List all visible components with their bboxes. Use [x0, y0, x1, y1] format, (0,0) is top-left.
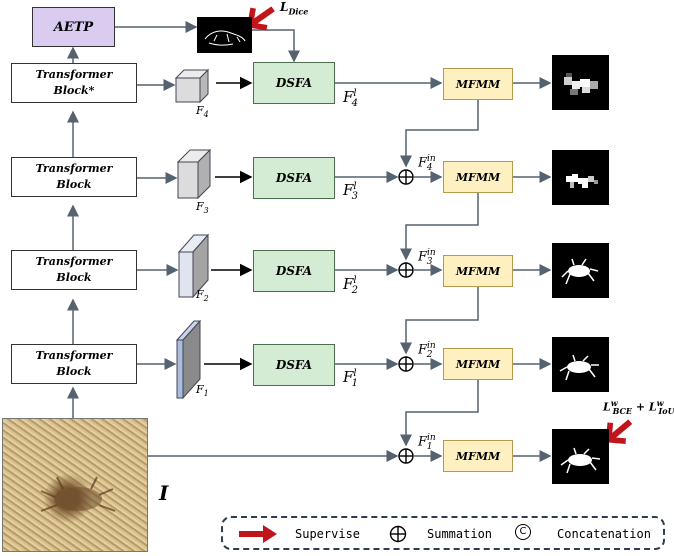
f4-label: F4 [196, 104, 209, 120]
mfmm-block-2: MFMM [443, 255, 513, 287]
summation-icon [398, 169, 414, 185]
fl4-label: Fl4 [343, 88, 358, 109]
mfmm-block-3: MFMM [443, 161, 513, 193]
fin4-label: Fin4 [418, 154, 436, 173]
mfmm-label: MFMM [455, 264, 501, 278]
fl2-label: Fl2 [343, 275, 358, 296]
fl1-label: Fl1 [343, 368, 358, 389]
output-mask-4 [552, 55, 609, 110]
arrow-mfmm2-down [400, 287, 479, 355]
feature-cube-f1 [175, 319, 202, 400]
arrow-mfmm4-down [400, 100, 479, 168]
fl3-label: Fl3 [343, 181, 358, 202]
concatenation-icon: C [515, 524, 531, 540]
legend: Supervise Summation C Concatenation [221, 516, 665, 550]
arrow-mfmm1-down [400, 380, 479, 447]
tb1-line2: Block [56, 365, 92, 378]
input-image [2, 418, 148, 552]
arrow-dice-to-dsfa4 [252, 29, 300, 63]
tb3-line1: Transformer [35, 162, 113, 175]
mfmm-block-0: MFMM [443, 440, 513, 472]
dsfa-label: DSFA [275, 358, 313, 372]
legend-concatenation: Concatenation [557, 527, 651, 541]
tb-star-line1: Transformer [35, 68, 113, 81]
mfmm-label: MFMM [455, 357, 501, 371]
dsfa-block-2: DSFA [253, 250, 335, 292]
mfmm-label: MFMM [455, 170, 501, 184]
tb2-line2: Block [56, 271, 92, 284]
supervise-arrow-icon [605, 419, 633, 445]
arrow-mfmm3-down [400, 193, 479, 261]
tb-star-line2: Block* [53, 84, 95, 97]
dsfa-block-4: DSFA [253, 62, 335, 104]
transformer-block-1: Transformer Block [11, 344, 137, 384]
summation-icon [398, 448, 414, 464]
output-mask-1 [552, 337, 609, 392]
summation-icon [389, 525, 407, 543]
transformer-block-star: Transformer Block* [11, 63, 137, 103]
dsfa-block-1: DSFA [253, 344, 335, 386]
mfmm-block-1: MFMM [443, 348, 513, 380]
feature-cube-f4 [174, 68, 210, 104]
fin3-label: Fin3 [418, 248, 436, 267]
fin2-label: Fin2 [418, 341, 436, 360]
feature-cube-f3 [176, 148, 212, 200]
tb3-line2: Block [56, 178, 92, 191]
legend-summation: Summation [427, 527, 493, 541]
tb2-line1: Transformer [35, 255, 113, 268]
tb1-line1: Transformer [35, 349, 113, 362]
mfmm-label: MFMM [455, 77, 501, 91]
transformer-block-2: Transformer Block [11, 250, 137, 290]
f2-label: F2 [196, 288, 209, 304]
supervise-arrow-icon [239, 525, 277, 543]
mfmm-label: MFMM [455, 449, 501, 463]
dsfa-label: DSFA [275, 171, 313, 185]
output-mask-0 [552, 429, 609, 484]
input-label: I [159, 481, 169, 505]
dice-edge-mask [197, 17, 252, 53]
loss-dice-label: LDice [280, 0, 309, 17]
summation-icon [398, 262, 414, 278]
dsfa-block-3: DSFA [253, 157, 335, 199]
output-mask-2 [552, 243, 609, 298]
feature-cube-f2 [177, 233, 210, 299]
aetp-block: AETP [32, 7, 115, 47]
loss-bce-iou-label: LwBCE + LwIoU [603, 398, 674, 416]
supervise-arrow-icon [246, 6, 275, 31]
dsfa-label: DSFA [275, 264, 313, 278]
aetp-label: AETP [53, 19, 94, 35]
mfmm-block-4: MFMM [443, 68, 513, 100]
transformer-block-3: Transformer Block [11, 157, 137, 197]
dsfa-label: DSFA [275, 76, 313, 90]
legend-supervise: Supervise [295, 527, 361, 541]
fin1-label: Fin1 [418, 433, 436, 452]
output-mask-3 [552, 150, 609, 205]
summation-icon [398, 356, 414, 372]
f1-label: F1 [196, 383, 209, 399]
f3-label: F3 [196, 200, 209, 216]
